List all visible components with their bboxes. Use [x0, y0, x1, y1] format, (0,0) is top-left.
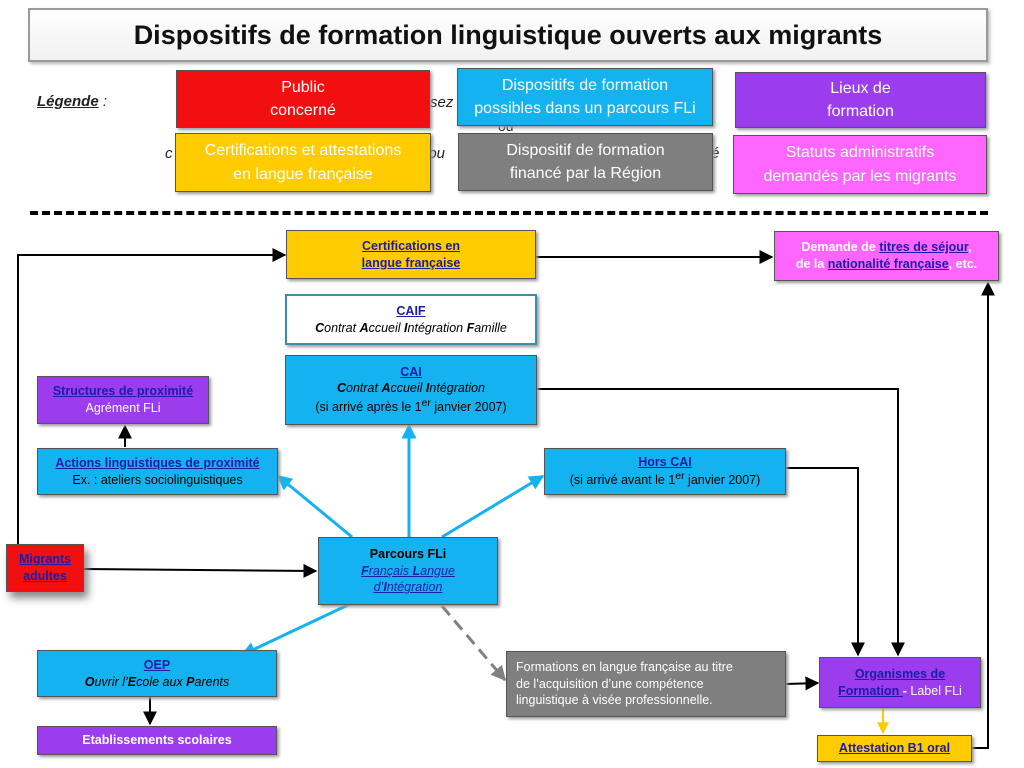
legend-fragment-3: c — [165, 145, 173, 162]
legend-label: Légende : — [37, 93, 108, 110]
link-titres-sejour[interactable]: titres de séjour — [879, 240, 969, 255]
arrow-parcours-to-formations-pro — [440, 605, 507, 682]
arrow-attestation-to-demande — [972, 281, 995, 749]
title-bar: Dispositifs de formation linguistique ou… — [28, 8, 988, 62]
page-title: Dispositifs de formation linguistique ou… — [133, 19, 883, 50]
node-demande-titres: Demande de titres de séjour, de la natio… — [774, 231, 999, 281]
arrow-parcours-to-horscai — [441, 474, 545, 539]
arrow-migrants-to-parcours — [83, 563, 318, 578]
arrow-migrants-to-certifications — [17, 248, 287, 545]
node-caif[interactable]: CAIF Contrat Accueil Intégration Famille — [285, 294, 537, 345]
node-migrants-adultes[interactable]: Migrants adultes — [6, 544, 84, 592]
node-attestation-b1[interactable]: Attestation B1 oral — [817, 735, 972, 762]
node-actions-linguistiques[interactable]: Actions linguistiques de proximité Ex. :… — [37, 448, 278, 495]
node-oep[interactable]: OEP Ouvrir l’Ecole aux Parents — [37, 650, 277, 697]
arrow-formations-to-organismes — [785, 676, 820, 691]
arrow-cai-to-organismes — [536, 388, 905, 657]
arrow-horscai-to-organismes — [786, 467, 865, 657]
node-cai[interactable]: CAI Contrat Accueil Intégration (si arri… — [285, 355, 537, 425]
legend-fragment-1: sez — [430, 94, 454, 111]
arrow-parcours-to-oep — [240, 602, 351, 657]
arrow-parcours-to-actions — [276, 474, 353, 539]
node-etablissements-scolaires: Etablissements scolaires — [37, 726, 277, 755]
node-formations-professionnelle: Formations en langue française au titre … — [506, 651, 786, 717]
node-certifications-langue[interactable]: Certifications en langue française — [286, 230, 536, 279]
node-structures-proximite[interactable]: Structures de proximité Agrément FLi — [37, 376, 209, 424]
separator-dashed-line — [30, 211, 988, 215]
node-parcours-fli[interactable]: Parcours FLi Français Langue d’Intégrati… — [318, 537, 498, 605]
node-hors-cai[interactable]: Hors CAI (si arrivé avant le 1er janvier… — [544, 448, 786, 495]
node-organismes-formation[interactable]: Organismes de Formation - Label FLi — [819, 657, 981, 708]
link-nationalite[interactable]: nationalité française — [827, 257, 949, 271]
